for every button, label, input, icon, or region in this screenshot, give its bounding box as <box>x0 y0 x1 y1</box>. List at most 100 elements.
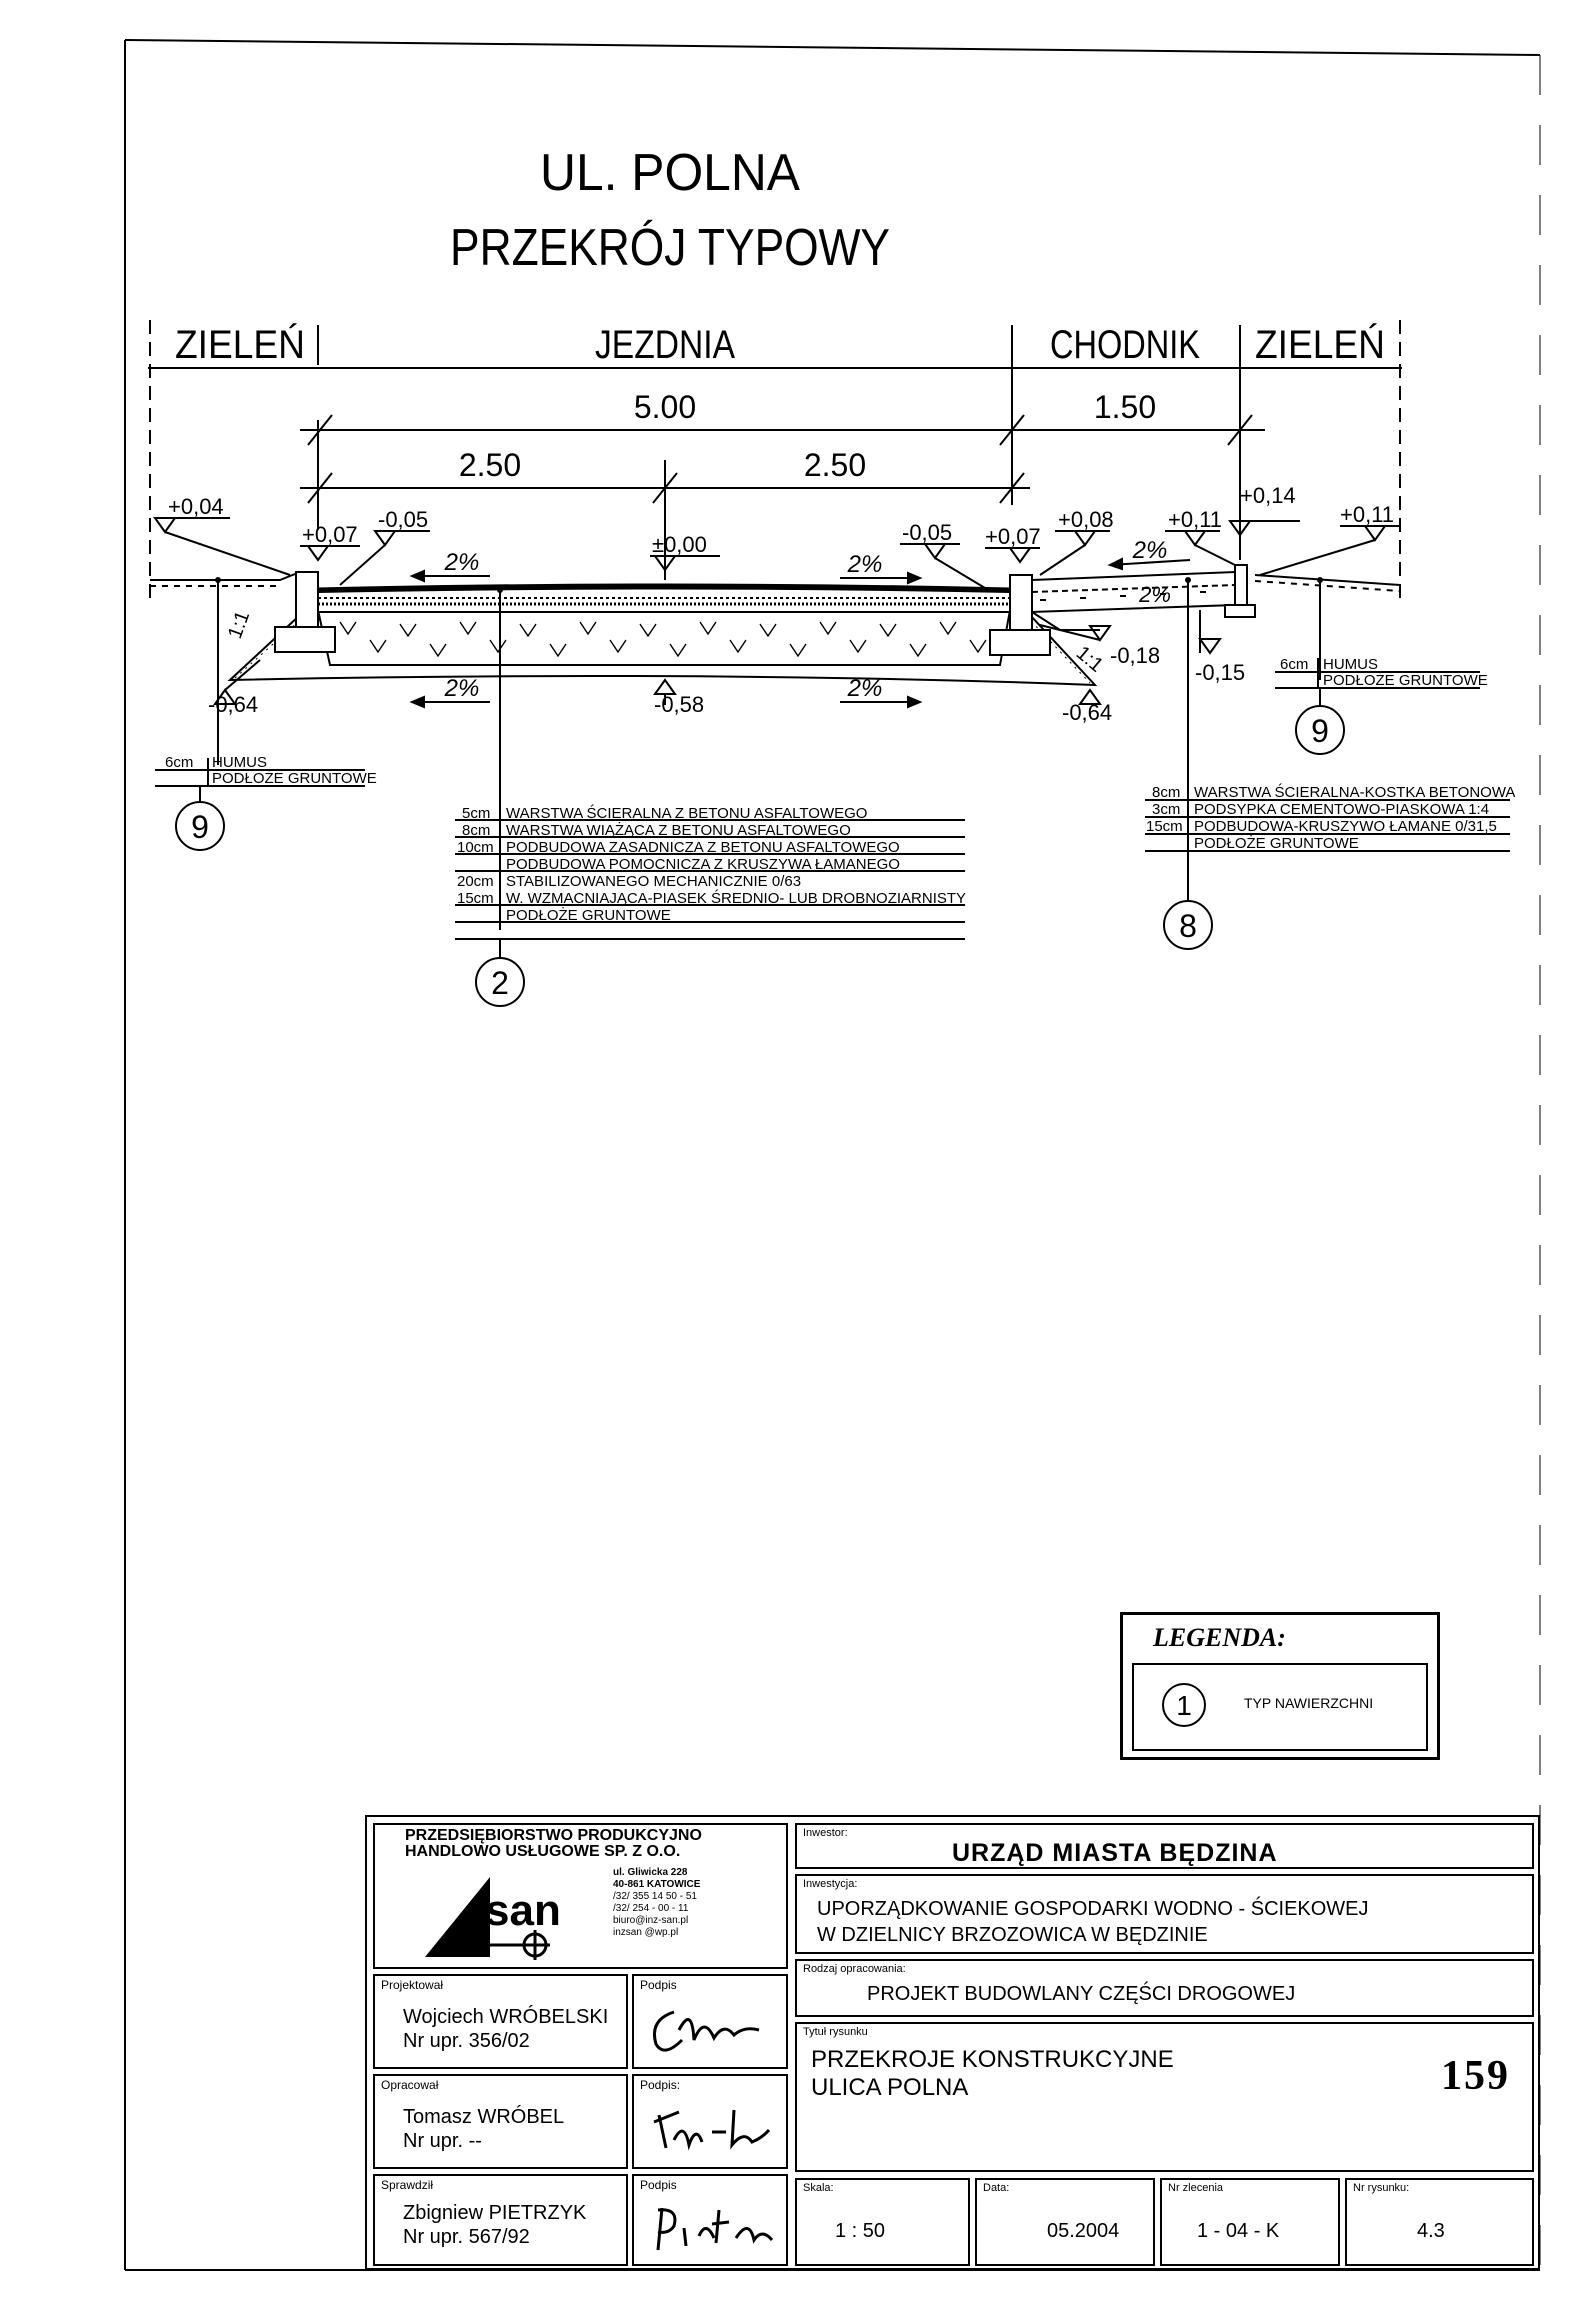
prepared-label: Opracował <box>381 2078 439 2092</box>
legend-inner: 1 TYP NAWIERZCHNI <box>1132 1663 1428 1751</box>
layer-table-green-left <box>155 758 365 851</box>
type-value: PROJEKT BUDOWLANY CZĘŚCI DROGOWEJ <box>867 1983 1296 2005</box>
layer-table-walk <box>1145 786 1510 950</box>
leader-dots <box>215 577 1323 593</box>
type-label: Rodzaj opracowania: <box>803 1963 906 1975</box>
title-block: PRZEDSIĘBIORSTWO PRODUKCYJNO HANDLOWO US… <box>365 1815 1540 2270</box>
checked-name: Zbigniew PIETRZYK <box>403 2202 587 2224</box>
investment-line-2: W DZIELNICY BRZOZOWICA W BĘDZINIE <box>817 1924 1208 1946</box>
elev-4: ±0,00 <box>652 532 707 557</box>
edge-curb-footing <box>1224 604 1256 618</box>
checked-signature <box>656 2207 774 2251</box>
drawing-title-cell: Tytuł rysunku PRZEKROJE KONSTRUKCYJNE UL… <box>795 2022 1534 2172</box>
elev-12: -0,15 <box>1195 660 1245 685</box>
order-cell: Nr zlecenia 1 - 04 - K <box>1160 2178 1340 2266</box>
elev-13: -0,64 <box>208 692 258 717</box>
address-phone: /32/ 355 14 50 - 51 <box>613 1891 697 1902</box>
elev-10: +0,11 <box>1340 502 1394 527</box>
green-left-marker: 9 <box>191 809 209 845</box>
road-layer-desc-2: WARSTWA WIĄŻĄCA Z BETONU ASFALTOWEGO <box>506 821 851 839</box>
road-layer-desc-5: STABILIZOWANEGO MECHANICZNIE 0/63 <box>506 873 801 890</box>
slope-label-2: 2% <box>847 551 883 578</box>
order-label: Nr zlecenia <box>1168 2182 1224 2194</box>
designer-signature <box>653 2010 760 2052</box>
sheet-border <box>124 39 1541 56</box>
elev-6: +0,07 <box>985 524 1041 549</box>
company-logo: san <box>425 1877 561 1960</box>
prepared-license: Nr upr. -- <box>403 2130 482 2152</box>
checked-cell: Sprawdził Zbigniew PIETRZYK Nr upr. 567/… <box>373 2174 628 2266</box>
green-right-layer-2: PODŁOŻE GRUNTOWE <box>1323 671 1488 689</box>
drawing-title-1: UL. POLNA <box>540 144 800 202</box>
elev-15: -0,64 <box>1062 700 1112 725</box>
elev-2: +0,07 <box>302 522 358 547</box>
address-street: ul. Gliwicka 228 <box>613 1867 688 1878</box>
designer-license: Nr upr. 356/02 <box>403 2030 530 2052</box>
drawing-title-value-2: ULICA POLNA <box>811 2074 969 2101</box>
road-layer-thk-5: 20cm <box>457 873 494 890</box>
prepared-sign-cell: Podpis: <box>632 2074 788 2169</box>
legend-symbol: 1 <box>1162 1683 1206 1727</box>
prepared-cell: Opracował Tomasz WRÓBEL Nr upr. -- <box>373 2074 628 2169</box>
type-cell: Rodzaj opracowania: PROJEKT BUDOWLANY CZ… <box>795 1959 1534 2017</box>
investor-label: Inwestor: <box>803 1827 848 1839</box>
road-layer-thk-2: 8cm <box>462 822 490 839</box>
dim-walk-total: 1.50 <box>1094 389 1156 425</box>
road-layer-desc-1: WARSTWA ŚCIERALNA Z BETONU ASFALTOWEGO <box>506 804 867 822</box>
company-name-2: HANDLOWO USŁUGOWE SP. Z O.O. <box>405 1843 681 1860</box>
slope-arrows <box>409 557 1191 709</box>
designer-sign-cell: Podpis <box>632 1974 788 2069</box>
designer-name: Wojciech WRÓBELSKI <box>403 2006 609 2028</box>
address-city: 40-861 KATOWICE <box>613 1879 701 1890</box>
checked-label: Sprawdził <box>381 2178 434 2192</box>
investor-value: URZĄD MIASTA BĘDZINA <box>952 1839 1278 1867</box>
drawing-title-value-1: PRZEKROJE KONSTRUKCYJNE <box>811 2046 1174 2073</box>
scale-cell: Skala: 1 : 50 <box>795 2178 970 2266</box>
scale-value: 1 : 50 <box>835 2220 886 2242</box>
checked-sign-label: Podpis <box>640 2178 677 2192</box>
zone-header <box>148 320 1402 600</box>
company-cell: PRZEDSIĘBIORSTWO PRODUKCYJNO HANDLOWO US… <box>373 1823 788 1969</box>
walk-layer-thk-2: 3cm <box>1152 801 1180 818</box>
date-label: Data: <box>983 2182 1010 2194</box>
curb-right <box>1009 574 1033 631</box>
designer-sign-label: Podpis <box>640 1978 677 1992</box>
prepared-name: Tomasz WRÓBEL <box>403 2106 565 2128</box>
legend-title: LEGENDA: <box>1153 1623 1286 1652</box>
walk-marker: 8 <box>1179 908 1197 944</box>
slope-label-5: 2% <box>444 675 480 702</box>
walk-layer-desc-4: PODŁOŻE GRUNTOWE <box>1194 834 1359 852</box>
elev-7: +0,08 <box>1058 507 1114 532</box>
curb-right-footing <box>989 629 1051 656</box>
sidewalk-section <box>1031 564 1256 631</box>
address-fax: /32/ 254 - 00 - 11 <box>613 1903 689 1914</box>
walk-layer-desc-1: WARSTWA ŚCIERALNA-KOSTKA BETONOWA <box>1194 783 1515 801</box>
investor-cell: Inwestor: URZĄD MIASTA BĘDZINA <box>795 1823 1534 1869</box>
green-left-thk: 6cm <box>165 754 193 771</box>
ratio-left: 1:1 <box>224 608 254 642</box>
prepared-sign-label: Podpis: <box>640 2078 681 2092</box>
walk-layer-desc-2: PODSYPKA CEMENTOWO-PIASKOWA 1:4 <box>1194 801 1489 818</box>
elev-3: -0,05 <box>378 507 428 532</box>
legend: LEGENDA: 1 TYP NAWIERZCHNI <box>1120 1612 1440 1760</box>
prepared-signature <box>653 2109 771 2151</box>
dim-road-total: 5.00 <box>634 389 696 425</box>
road-layer-rows: 5cm WARSTWA ŚCIERALNA Z BETONU ASFALTOWE… <box>457 804 966 924</box>
layer-table-road <box>455 806 965 1007</box>
dim-half-right: 2.50 <box>804 447 866 483</box>
dim-half-left: 2.50 <box>459 447 521 483</box>
green-right-layer-1: HUMUS <box>1323 656 1378 673</box>
sheet-value: 4.3 <box>1417 2220 1445 2242</box>
company-address: ul. Gliwicka 228 40-861 KATOWICE /32/ 35… <box>613 1867 700 1939</box>
company-name-1: PRZEDSIĘBIORSTWO PRODUKCYJNO <box>405 1827 702 1844</box>
road-layer-thk-3: 10cm <box>457 839 494 856</box>
road-layer-desc-3: PODBUDOWA ZASADNICZA Z BETONU ASFALTOWEG… <box>506 839 900 856</box>
date-value: 05.2004 <box>1047 2220 1120 2242</box>
walk-layer-rows: 8cm WARSTWA ŚCIERALNA-KOSTKA BETONOWA 3c… <box>1146 783 1515 852</box>
walk-layer-desc-3: PODBUDOWA-KRUSZYWO ŁAMANE 0/31,5 <box>1194 818 1497 835</box>
investment-label: Inwestycja: <box>803 1878 858 1890</box>
elev-1: +0,04 <box>168 494 224 519</box>
zone-green-right: ZIELEŃ <box>1255 322 1385 367</box>
drawing-title-2: PRZEKRÓJ TYPOWY <box>450 219 890 277</box>
